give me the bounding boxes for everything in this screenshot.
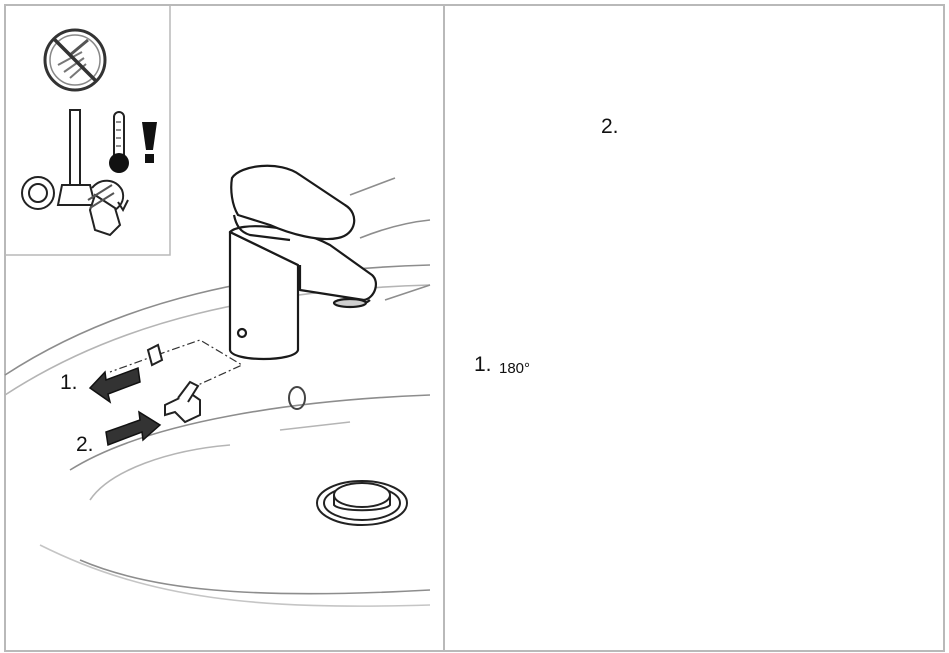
no-spray-icon <box>45 30 105 90</box>
drain-plug <box>317 481 407 525</box>
step-2-label-left: 2. <box>76 434 94 455</box>
warning-icon <box>142 122 157 163</box>
step-2-label-right: 2. <box>601 116 619 137</box>
thermometer-icon <box>109 112 129 173</box>
step-1-label-left: 1. <box>60 372 78 393</box>
left-panel <box>5 30 430 606</box>
arrow-left-icon <box>90 368 140 402</box>
small-cap-part <box>148 345 162 365</box>
step-1-label-right: 1. <box>474 354 492 375</box>
angle-valve-icon <box>22 110 128 235</box>
key-tool <box>165 382 200 422</box>
rotation-label: 180° <box>499 361 530 376</box>
faucet <box>230 166 376 359</box>
